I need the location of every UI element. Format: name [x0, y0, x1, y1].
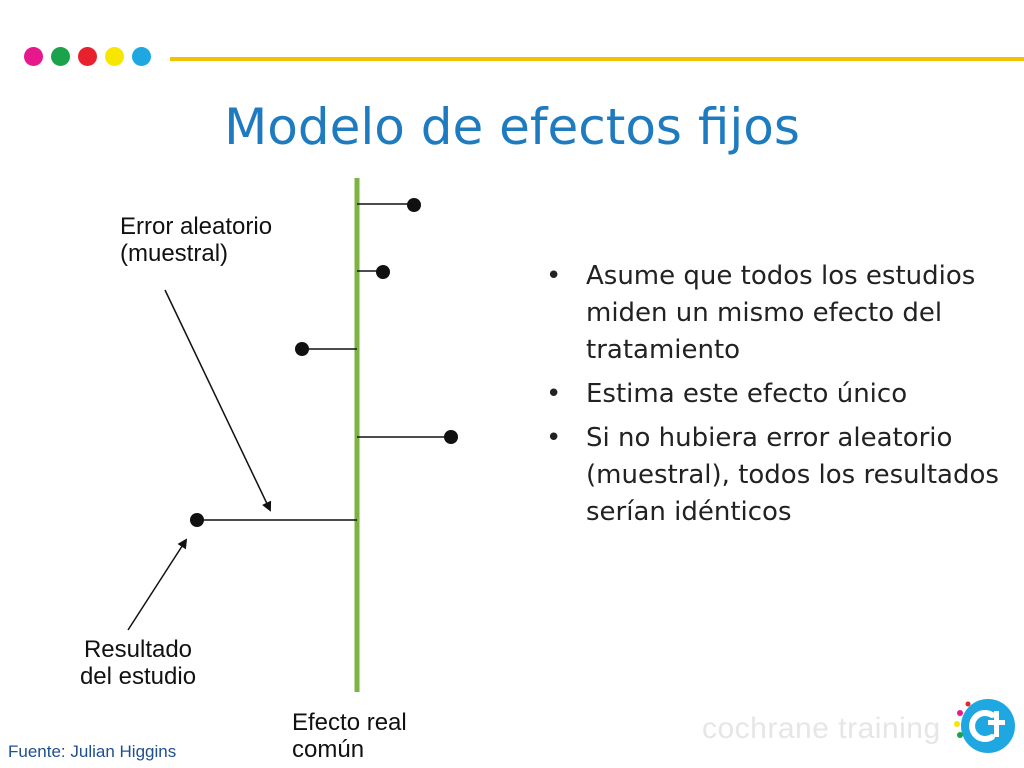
header-dot	[105, 47, 124, 66]
bullet-marker: •	[546, 379, 562, 409]
bullet-text: Estima este efecto único	[586, 379, 908, 409]
header-dot	[78, 47, 97, 66]
brand-text: cochrane training	[702, 712, 941, 745]
bullet-list: • Asume que todos los estudios miden un m…	[540, 258, 1000, 538]
study-result-4	[357, 430, 458, 444]
result-label-line: Resultado	[83, 636, 193, 663]
bullet-text: Si no hubiera error aleatorio (muestral)…	[586, 423, 999, 527]
study-result-5	[190, 513, 357, 527]
study-result-3	[295, 342, 357, 356]
effect-label-line: Efecto real	[292, 709, 407, 736]
header-dots	[24, 47, 151, 66]
study-result-1	[357, 198, 421, 212]
bullet-text: Asume que todos los estudios miden un mi…	[586, 261, 976, 365]
effect-label: Efecto real común	[292, 709, 407, 763]
error-label-line: Error aleatorio	[120, 213, 273, 240]
effect-label-line: común	[292, 736, 365, 763]
study-result-2	[357, 265, 390, 279]
bullet-item: • Asume que todos los estudios miden un m…	[540, 258, 1000, 369]
slide-title: Modelo de efectos fijos	[224, 98, 800, 156]
error-arrow	[164, 289, 272, 512]
error-label-line: (muestral)	[120, 240, 229, 267]
result-label: Resultado del estudio	[60, 636, 216, 690]
result-label-line: del estudio	[79, 663, 197, 690]
bullet-item: • Estima este efecto único	[540, 376, 1000, 413]
bullet-item: • Si no hubiera error aleatorio (muestral…	[540, 420, 1000, 531]
cochrane-training-logo-icon	[954, 699, 1015, 753]
bullet-marker: •	[546, 423, 562, 453]
error-label: Error aleatorio (muestral)	[120, 213, 272, 267]
bullet-marker: •	[546, 261, 562, 291]
source-note: Fuente: Julian Higgins	[8, 742, 177, 761]
header-dot	[132, 47, 151, 66]
header-line	[170, 57, 1024, 61]
result-arrow	[127, 538, 188, 631]
header-dot	[51, 47, 70, 66]
header-dot	[24, 47, 43, 66]
